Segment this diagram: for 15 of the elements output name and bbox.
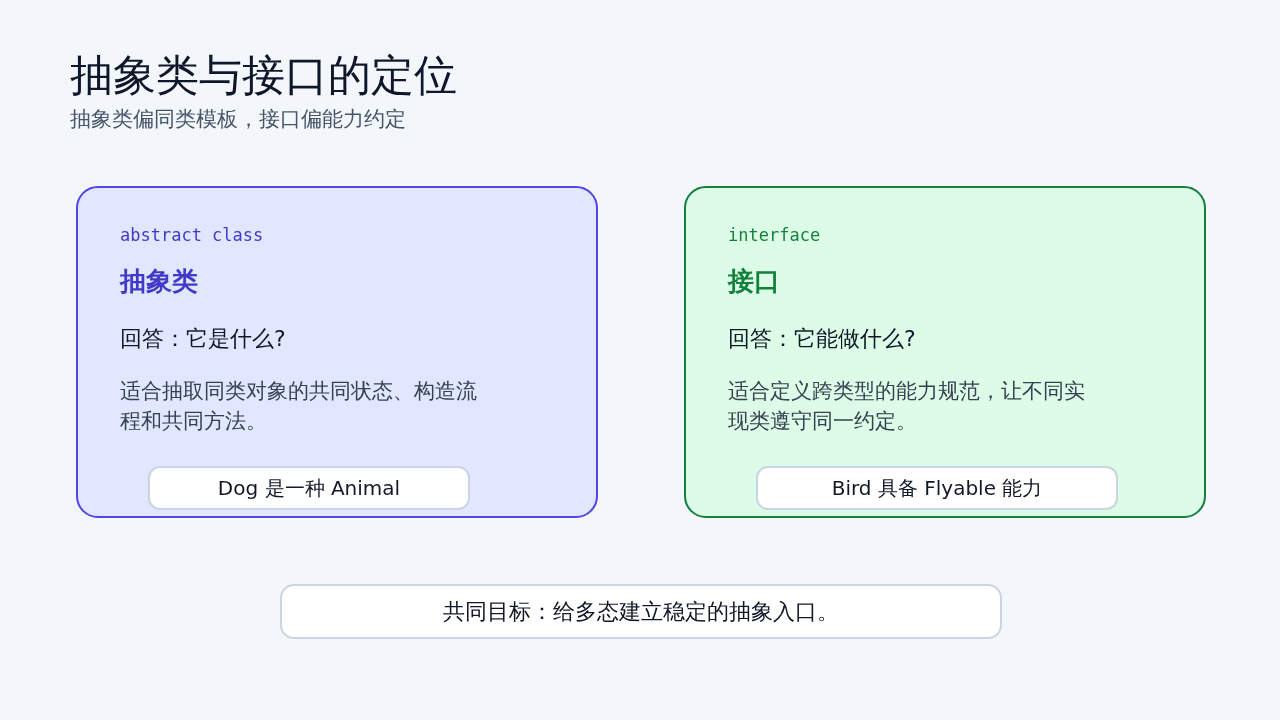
example-tag: Dog 是一种 Animal bbox=[148, 466, 470, 510]
card-title: 接口 bbox=[728, 265, 780, 298]
description-text: 适合定义跨类型的能力规范，让不同实现类遵守同一约定。 bbox=[728, 378, 1086, 435]
question-text: 回答：它是什么? bbox=[120, 325, 286, 353]
subtitle: 抽象类偏同类模板，接口偏能力约定 bbox=[70, 106, 406, 133]
concept-card bbox=[76, 186, 598, 518]
description-text: 适合抽取同类对象的共同状态、构造流程和共同方法。 bbox=[120, 378, 478, 435]
example-tag: Bird 具备 Flyable 能力 bbox=[756, 466, 1118, 510]
summary-banner: 共同目标：给多态建立稳定的抽象入口。 bbox=[280, 584, 1002, 639]
code-keyword: interface bbox=[728, 224, 821, 246]
card-title: 抽象类 bbox=[120, 265, 198, 298]
concept-card bbox=[684, 186, 1206, 518]
code-keyword: abstract class bbox=[120, 224, 264, 246]
question-text: 回答：它能做什么? bbox=[728, 325, 916, 353]
page-title: 抽象类与接口的定位 bbox=[70, 49, 457, 102]
